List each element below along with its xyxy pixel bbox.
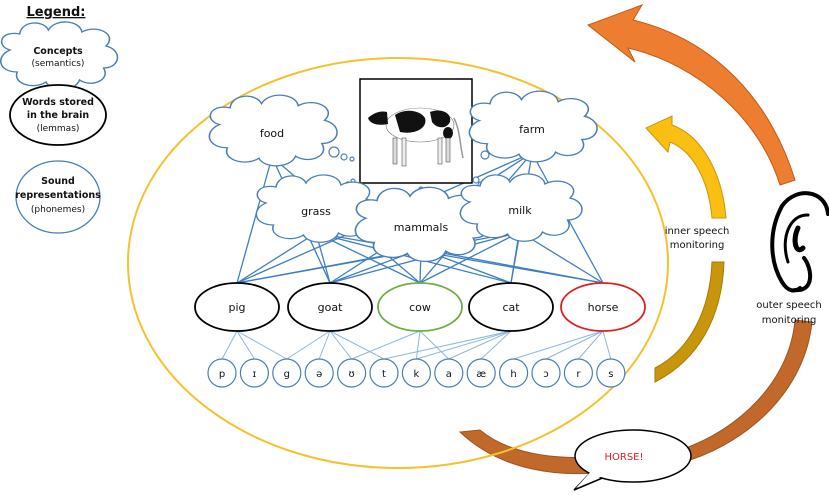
lemma-phoneme-link: [415, 330, 421, 360]
legend-phoneme-line2: representations: [15, 190, 101, 201]
legend-lemma-line3: (lemmas): [37, 124, 80, 134]
concept-label: grass: [301, 205, 331, 218]
phoneme-0: p: [207, 358, 237, 388]
legend-phoneme-line3: (phonemes): [31, 205, 85, 215]
phoneme-8: æ: [466, 358, 496, 388]
lemma-phoneme-link: [545, 330, 604, 360]
phoneme-1: ɪ: [239, 358, 269, 388]
lemma-phoneme-link: [602, 330, 612, 360]
phoneme-label: r: [576, 369, 581, 380]
lemma-phoneme-link: [578, 330, 604, 360]
phoneme-10: ɔ: [531, 358, 561, 388]
concept-label: mammals: [394, 221, 449, 234]
legend-phoneme-line1: Sound: [41, 176, 75, 187]
inner-monitoring-label-1: inner speech: [665, 226, 730, 237]
legend-concepts-sub: (semantics): [32, 59, 85, 69]
phoneme-label: æ: [476, 369, 486, 380]
phoneme-label: t: [382, 369, 386, 380]
phoneme-3: ə: [304, 358, 334, 388]
legend-lemma-line1: Words stored: [22, 97, 94, 108]
phoneme-label: ə: [316, 369, 322, 380]
lemma-phoneme-link: [329, 330, 352, 360]
legend: Legend: Concepts (semantics) Words store…: [0, 5, 119, 234]
inner-monitoring-label-2: monitoring: [670, 240, 725, 251]
phoneme-label: ɔ: [543, 369, 549, 380]
phoneme-11: r: [563, 358, 594, 388]
lemma-label: horse: [588, 301, 619, 314]
lemma-phoneme-link: [351, 330, 421, 360]
legend-concepts-label: Concepts: [33, 46, 83, 57]
phoneme-label: k: [414, 369, 420, 380]
lemma-phoneme-link: [236, 330, 288, 360]
phoneme-label: s: [608, 369, 613, 380]
concept-lemma-link: [519, 231, 604, 284]
lemma-label: pig: [228, 301, 245, 314]
concept-label: food: [260, 127, 284, 140]
outer-monitoring-label-1: outer speech: [756, 300, 822, 311]
lemma-phoneme-link: [236, 330, 255, 360]
lemma-phoneme-link: [286, 330, 331, 360]
lemma-phoneme-link: [513, 330, 604, 360]
legend-title: Legend:: [27, 5, 86, 20]
lemma-phoneme-link: [383, 330, 512, 360]
lemma-phoneme-link: [318, 330, 331, 360]
lemma-pig: pig: [194, 282, 280, 332]
legend-lemma-ellipse: [9, 84, 107, 146]
lemma-horse: horse: [560, 282, 646, 332]
lemma-cow: cow: [377, 282, 463, 332]
lemma-phoneme-link: [329, 330, 385, 360]
phoneme-label: ʊ: [349, 369, 355, 380]
legend-lemma-line2: in the brain: [27, 110, 90, 121]
phoneme-label: g: [284, 369, 290, 380]
phoneme-label: a: [446, 369, 452, 380]
inner-monitoring-arrow: [645, 115, 727, 383]
concept-label: farm: [519, 123, 545, 136]
production-loop-ellipse: [127, 57, 669, 469]
concept-lemma-link: [420, 248, 604, 284]
phoneme-label: h: [510, 369, 516, 380]
phoneme-4: ʊ: [337, 358, 367, 388]
outer-monitoring-label-2: monitoring: [762, 315, 817, 326]
phoneme-9: h: [498, 358, 529, 388]
legend-phoneme-circle: [15, 160, 101, 234]
concept-lemma-link: [236, 232, 317, 284]
phoneme-label: ɪ: [253, 369, 257, 380]
lemma-phoneme-link: [416, 330, 512, 360]
phoneme-5: t: [369, 358, 399, 388]
lemma-label: cat: [502, 301, 520, 314]
lemma-cat: cat: [468, 282, 554, 332]
speech-bubble-text: HORSE!: [604, 452, 643, 463]
concept-mammals: mammals: [354, 186, 490, 263]
concept-milk: milk: [459, 173, 583, 243]
lemma-phoneme-link: [448, 330, 512, 360]
lemma-phoneme-link: [221, 330, 238, 360]
lemma-label: cow: [409, 301, 431, 314]
lemma-phoneme-link: [419, 330, 450, 360]
cow-photo-icon: [368, 107, 464, 167]
concept-grass: grass: [255, 174, 379, 244]
phoneme-label: p: [219, 369, 225, 380]
concept-food: food: [208, 94, 338, 167]
phoneme-2: g: [272, 358, 302, 388]
concept-farm: farm: [468, 90, 598, 163]
lemma-label: goat: [318, 301, 343, 314]
lemma-layer: pig goat cow cat horse: [194, 282, 646, 332]
lemma-goat: goat: [287, 282, 373, 332]
concept-lemma-link: [236, 156, 273, 284]
lemma-phoneme-link: [480, 330, 512, 360]
phoneme-12: s: [596, 358, 626, 388]
phoneme-6: k: [401, 358, 431, 388]
cow-image: [359, 78, 473, 184]
concept-label: milk: [508, 204, 532, 217]
ear-icon: [770, 191, 829, 293]
phoneme-7: a: [434, 358, 464, 388]
speech-bubble: HORSE!: [573, 429, 692, 491]
concept-layer: food farm grass mammals milk: [208, 90, 598, 263]
concept-lemma-link: [419, 231, 521, 284]
